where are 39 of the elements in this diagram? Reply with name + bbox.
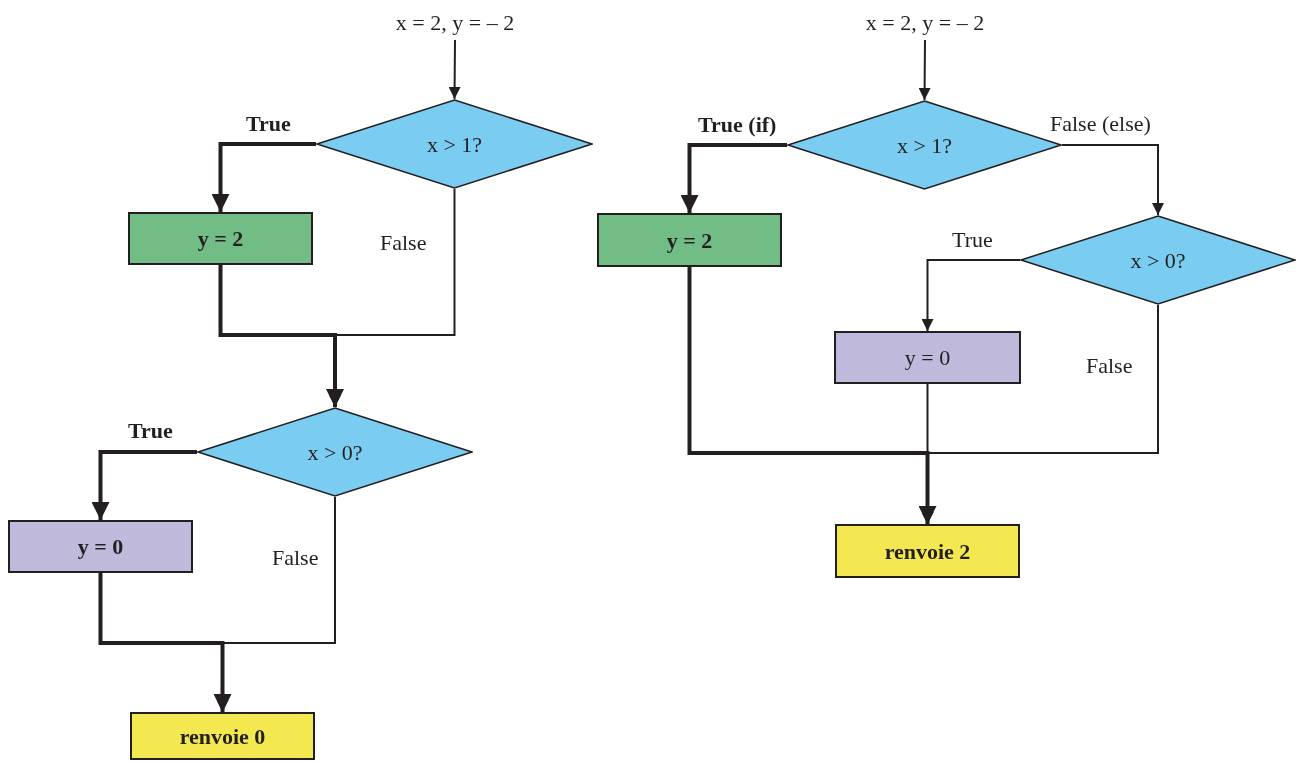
process-box — [8, 520, 193, 573]
process-box — [835, 524, 1020, 578]
arrow — [91, 450, 197, 520]
condition-text: x > 1? — [896, 131, 953, 160]
decision-diamond — [1020, 215, 1296, 305]
edge-label: False (else) — [1050, 113, 1151, 135]
box-text: renvoie 2 — [884, 537, 971, 566]
box-text: y = 2 — [197, 225, 244, 253]
condition-text: x > 0? — [307, 438, 363, 467]
arrow — [98, 573, 232, 712]
box-text: y = 2 — [666, 226, 713, 255]
box-text: y = 0 — [904, 344, 951, 372]
arrow — [1061, 144, 1164, 216]
condition-text: x > 0? — [1130, 246, 1186, 275]
box-text: renvoie 0 — [179, 722, 266, 751]
process-box — [128, 212, 313, 265]
arrow — [448, 39, 461, 100]
process-box — [834, 331, 1021, 384]
edge-label: True — [952, 229, 993, 251]
process-box — [130, 712, 315, 760]
input-values-text: x = 2, y = – 2 — [845, 4, 1005, 40]
arrow — [921, 259, 1021, 332]
edge-label: False — [1086, 355, 1133, 377]
condition-text: x > 1? — [426, 130, 483, 159]
edge-label: True — [128, 420, 173, 442]
arrow — [680, 143, 787, 213]
process-box — [597, 213, 782, 267]
arrow — [218, 265, 344, 407]
input-values-text: x = 2, y = – 2 — [375, 4, 535, 40]
box-text: y = 0 — [77, 533, 124, 561]
arrow — [918, 39, 931, 101]
edge-label: True (if) — [698, 114, 777, 136]
edge-label: True — [246, 113, 291, 135]
arrow — [687, 267, 937, 524]
arrow — [211, 142, 316, 212]
decision-diamond — [197, 407, 473, 497]
edge-label: False — [272, 547, 319, 569]
edge-label: False — [380, 232, 427, 254]
decision-diamond — [316, 99, 593, 189]
